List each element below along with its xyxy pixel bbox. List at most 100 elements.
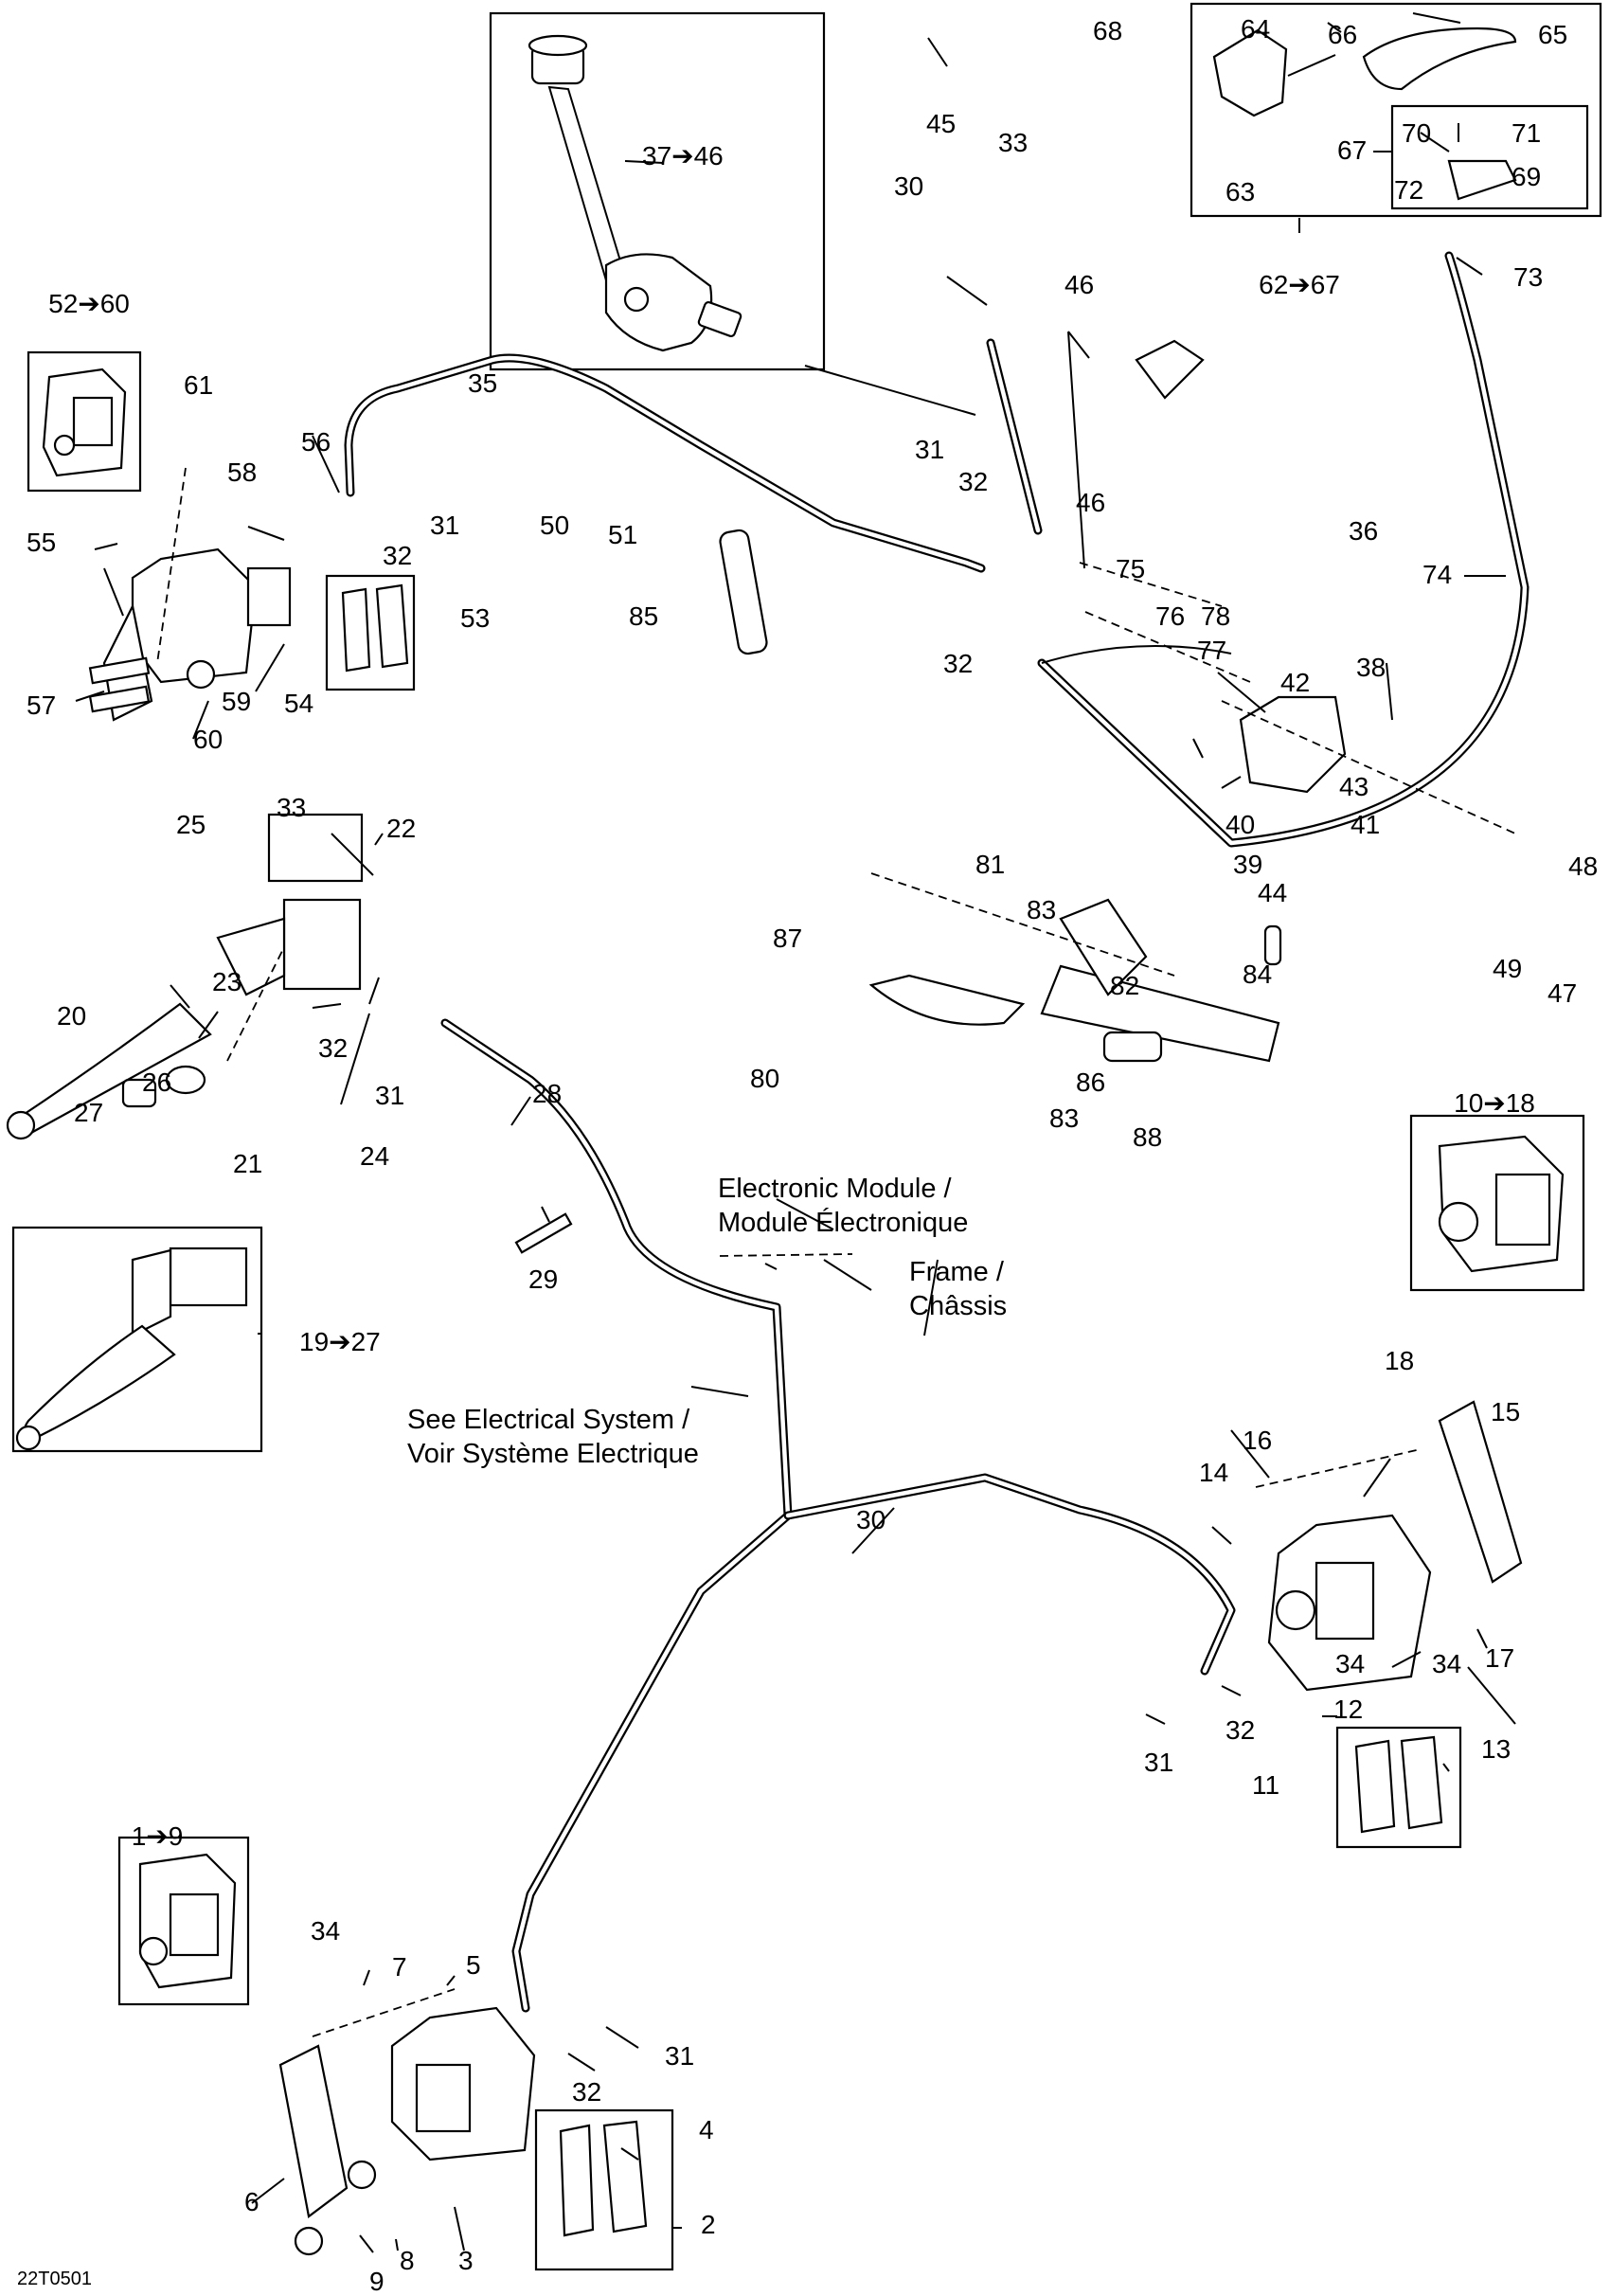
- callout: 37➔46: [642, 141, 724, 170]
- callout: 13: [1481, 1734, 1511, 1764]
- hose-rear-line: [1037, 251, 1530, 848]
- callout: 88: [1133, 1122, 1162, 1152]
- callout: 15: [1491, 1397, 1520, 1426]
- callout: 30: [856, 1505, 886, 1534]
- diagram-code: 22T0501: [17, 2269, 92, 2289]
- rear-caliper: [278, 2006, 536, 2256]
- callout: 63: [1225, 177, 1255, 206]
- callout: 43: [1339, 772, 1368, 801]
- callout: 49: [1493, 954, 1522, 983]
- callout: 32: [943, 649, 973, 678]
- callout: 34: [1335, 1649, 1365, 1678]
- callout: 33: [998, 128, 1028, 157]
- inset-rear-master-cylinder: [489, 11, 826, 371]
- callout: 44: [1258, 878, 1287, 907]
- callout: 33: [277, 793, 306, 822]
- callout: 77: [1197, 636, 1226, 665]
- callout: 32: [1225, 1715, 1255, 1745]
- callout: 24: [360, 1141, 389, 1171]
- inset-front-left-pads: [325, 574, 416, 691]
- callout: 12: [1333, 1695, 1363, 1724]
- callout: 83: [1027, 895, 1056, 924]
- callout: 60: [193, 725, 223, 754]
- callout: 85: [629, 601, 658, 631]
- callout: 48: [1568, 852, 1598, 881]
- callout: 72: [1394, 175, 1423, 205]
- callout: 26: [142, 1067, 171, 1097]
- callout: 14: [1199, 1458, 1228, 1487]
- callout: 32: [958, 467, 988, 496]
- callout: 42: [1280, 668, 1310, 697]
- callout-labels: 1➔9 2 3 4 5 6 7 8 9 10➔18 11 12 13 14 15…: [27, 14, 1598, 2296]
- callout: 56: [301, 427, 331, 457]
- hose-upper-front-line: [344, 353, 986, 573]
- callout: 64: [1241, 14, 1270, 44]
- callout: 34: [311, 1916, 340, 1946]
- callout: 66: [1328, 20, 1357, 49]
- callout: 67: [1337, 135, 1367, 165]
- callout: 52➔60: [48, 289, 130, 318]
- dashed-assembly-lines: [156, 467, 1516, 2037]
- text-notes: Electronic Module / Module Électronique …: [17, 1174, 1007, 2289]
- inset-front-right-caliper: [1409, 1114, 1585, 1292]
- callout: 62➔67: [1259, 270, 1340, 299]
- front-left-caliper: [88, 547, 292, 722]
- callout: 17: [1485, 1643, 1514, 1673]
- electronic-module-label: Module Électronique: [718, 1207, 968, 1238]
- callout: 87: [773, 924, 802, 953]
- callout: 38: [1356, 653, 1386, 682]
- inset-hand-lever-assembly: [1190, 2, 1602, 218]
- callout: 81: [975, 850, 1005, 879]
- callout: 45: [926, 109, 956, 138]
- callout: 65: [1538, 20, 1567, 49]
- callout: 46: [1076, 488, 1105, 517]
- callout: 31: [665, 2041, 694, 2071]
- inset-front-right-pads: [1335, 1726, 1462, 1849]
- callout: 10➔18: [1454, 1088, 1535, 1118]
- callout: 29: [528, 1265, 558, 1294]
- callout: 8: [400, 2246, 415, 2275]
- callout: 54: [284, 689, 313, 718]
- callout: 2: [701, 2210, 716, 2239]
- callout: 46: [1064, 270, 1094, 299]
- callout: 75: [1116, 554, 1145, 583]
- callout: 25: [176, 810, 206, 839]
- callout: 40: [1225, 810, 1255, 839]
- inset-front-left-caliper: [27, 350, 142, 493]
- callout: 18: [1385, 1346, 1414, 1375]
- callout: 86: [1076, 1067, 1105, 1097]
- callout: 57: [27, 691, 56, 720]
- callout: 31: [430, 511, 459, 540]
- callout: 82: [1110, 971, 1139, 1000]
- inset-rear-pads: [534, 2108, 674, 2271]
- callout: 80: [750, 1064, 779, 1093]
- inset-rear-caliper: [117, 1836, 250, 2006]
- callout: 27: [74, 1098, 103, 1127]
- frame-label: Frame /: [909, 1257, 1005, 1287]
- callout: 71: [1512, 118, 1541, 148]
- callout: 61: [184, 370, 213, 400]
- electrical-system-label: See Electrical System /: [407, 1405, 690, 1435]
- callout: 5: [466, 1950, 481, 1980]
- callout: 53: [460, 603, 490, 633]
- callout: 78: [1201, 601, 1230, 631]
- callout: 31: [915, 435, 944, 464]
- callout: 41: [1351, 810, 1380, 839]
- callout: 34: [1432, 1649, 1461, 1678]
- callout: 16: [1243, 1426, 1272, 1455]
- callout: 23: [212, 967, 242, 996]
- brake-switch-parts: [514, 529, 1282, 1254]
- hose-main-distribution: [440, 1018, 1236, 2013]
- callout: 21: [233, 1149, 262, 1178]
- callout: 31: [1144, 1748, 1173, 1777]
- callout: 3: [458, 2246, 474, 2275]
- callout: 32: [318, 1033, 348, 1063]
- rear-master-cylinder-pedal: [868, 339, 1347, 1063]
- callout: 30: [894, 171, 923, 201]
- callout: 74: [1422, 560, 1452, 589]
- callout: 55: [27, 528, 56, 557]
- callout: 84: [1243, 960, 1272, 989]
- callout: 6: [244, 2187, 259, 2216]
- callout: 9: [369, 2267, 385, 2296]
- leader-lines: [75, 12, 1516, 2253]
